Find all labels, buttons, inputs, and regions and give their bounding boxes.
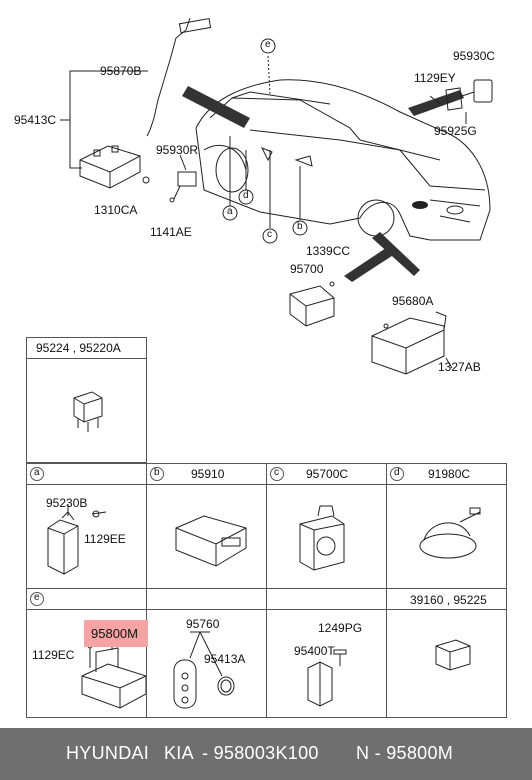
label-1327ab: 1327AB [438, 360, 481, 374]
callout-b [292, 220, 308, 236]
sensor-cable [149, 17, 191, 131]
relay-header [26, 337, 147, 359]
callout-d [238, 189, 254, 205]
cell-a-letter: a [34, 467, 40, 478]
parts-diagram [47, 17, 493, 709]
callout-b-letter: b [297, 221, 303, 232]
cell-e-part2: 1129EC [32, 648, 75, 662]
callout-d-letter: d [243, 190, 249, 201]
relay-header-text: 95224 , 95220A [36, 341, 121, 355]
label-1339cc: 1339CC [306, 244, 351, 258]
label-1129ey: 1129EY [414, 71, 456, 85]
footer-n-number: N - 95800M [356, 743, 454, 763]
cell-d-letter: d [394, 467, 400, 478]
car-body [195, 79, 491, 241]
callout-a-letter: a [227, 206, 233, 217]
cell-b-title: 95910 [191, 467, 225, 481]
cell-d-badge [390, 467, 404, 481]
callout-c-letter: c [267, 229, 272, 240]
cell-e-letter: e [34, 592, 40, 603]
cell-a-part1: 95230B [46, 496, 88, 510]
label-95930r: 95930R [156, 143, 199, 157]
label-95925g: 95925G [434, 124, 477, 138]
cell-e-badge [30, 592, 44, 606]
cell-a-part2: 1129EE [84, 532, 126, 546]
module-95413c [79, 145, 141, 189]
cell-b-badge [150, 467, 164, 481]
label-95700: 95700 [290, 262, 324, 276]
callout-c [262, 228, 278, 244]
cell-b-letter: b [154, 467, 160, 478]
cell-c-letter: c [274, 467, 279, 478]
label-95930c: 95930C [453, 49, 496, 63]
cell-c-title: 95700C [306, 467, 349, 481]
highlight-box [84, 620, 148, 647]
footer-make: KIA [164, 743, 194, 763]
label-95870b: 95870B [100, 64, 142, 78]
callout-a [222, 205, 238, 221]
row2-header [26, 463, 507, 485]
callout-e-letter: e [265, 39, 271, 50]
label-1310ca: 1310CA [94, 203, 138, 217]
cell-bracket-part1: 1249PG [318, 621, 363, 635]
cell-relay2-title: 39160 , 95225 [410, 593, 487, 607]
cell-e-highlight-part: 95800M [91, 626, 138, 641]
cell-key-title: 95760 [186, 617, 220, 631]
cell-d-title: 91980C [428, 467, 471, 481]
label-95413c: 95413C [14, 113, 57, 127]
module-95680a [371, 317, 445, 375]
cell-c-badge [270, 467, 284, 481]
cell-a-badge [30, 467, 44, 481]
footer-brand: HYUNDAI [66, 743, 150, 763]
footer-part-number: - 958003K100 [202, 743, 319, 763]
label-1141ae: 1141AE [150, 225, 192, 239]
callout-e [260, 38, 276, 54]
row3-header [26, 588, 507, 610]
label-95680a: 95680A [392, 294, 434, 308]
cell-bracket-part2: 95400T [294, 644, 335, 658]
cell-key-part2: 95413A [204, 652, 246, 666]
footer-bar: HYUNDAI KIA - 958003K100 N - 95800M [0, 728, 532, 780]
module-95700 [289, 285, 335, 327]
sensor-head [178, 18, 212, 34]
